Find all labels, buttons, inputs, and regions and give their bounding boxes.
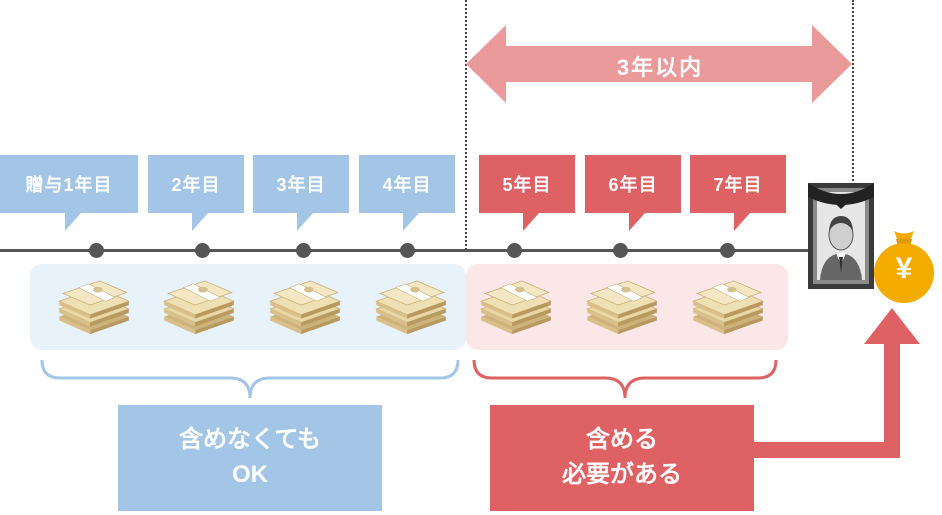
year-tag-4: 4年目 <box>359 155 455 231</box>
included-note-box: 含める 必要がある <box>490 405 754 511</box>
money-stack-4 <box>375 280 447 335</box>
timeline-dot-1 <box>89 243 104 258</box>
timeline-dot-4 <box>400 243 415 258</box>
included-brace <box>472 359 778 399</box>
period-end-guide <box>852 0 854 185</box>
timeline-dot-2 <box>195 243 210 258</box>
inheritance-arrow <box>754 308 920 458</box>
year-tag-2: 2年目 <box>148 155 244 231</box>
year-tag-7: 7年目 <box>690 155 786 231</box>
year-tag-3: 3年目 <box>253 155 349 231</box>
included-note-line1: 含める <box>586 426 658 454</box>
year-tag-1: 贈与1年目 <box>0 155 138 231</box>
money-stack-6 <box>586 280 658 335</box>
period-double-arrow <box>466 25 852 103</box>
excluded-note-line1: 含めなくても <box>178 426 322 454</box>
money-stack-5 <box>480 280 552 335</box>
excluded-brace <box>40 359 460 399</box>
money-stack-1 <box>58 280 130 335</box>
timeline-dot-3 <box>296 243 311 258</box>
money-stack-2 <box>163 280 235 335</box>
timeline-dot-6 <box>613 243 628 258</box>
yen-symbol: ¥ <box>895 252 913 285</box>
money-stack-3 <box>269 280 341 335</box>
period-label: 3年以内 <box>616 55 704 80</box>
year-tag-5: 5年目 <box>479 155 575 231</box>
timeline-dot-5 <box>507 243 522 258</box>
year-tag-6: 6年目 <box>585 155 681 231</box>
period-start-guide <box>465 0 467 250</box>
money-bag-icon <box>874 231 934 303</box>
memorial-portrait-icon <box>808 183 874 289</box>
excluded-note-box: 含めなくても OK <box>118 405 382 511</box>
included-note-line2: 必要がある <box>562 461 682 488</box>
timeline-dot-7 <box>720 243 735 258</box>
excluded-note-line2: OK <box>232 461 268 488</box>
